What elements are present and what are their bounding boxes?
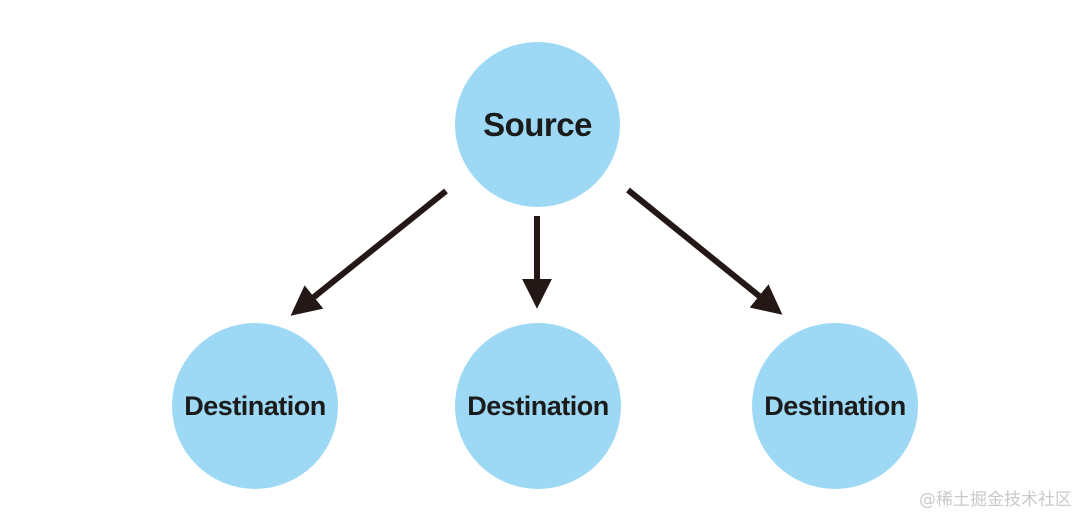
destination-label: Destination [764, 390, 906, 421]
destination-node-right: Destination [752, 323, 918, 489]
destination-label: Destination [184, 390, 326, 421]
destination-label: Destination [467, 390, 609, 421]
source-node: Source [455, 42, 620, 207]
source-label: Source [483, 105, 592, 143]
destination-node-left: Destination [172, 323, 338, 489]
arrow-to-destination-right [626, 187, 783, 315]
watermark-text: @稀土掘金技术社区 [919, 490, 1072, 510]
destination-node-center: Destination [455, 323, 621, 489]
arrow-to-destination-left [290, 188, 448, 316]
